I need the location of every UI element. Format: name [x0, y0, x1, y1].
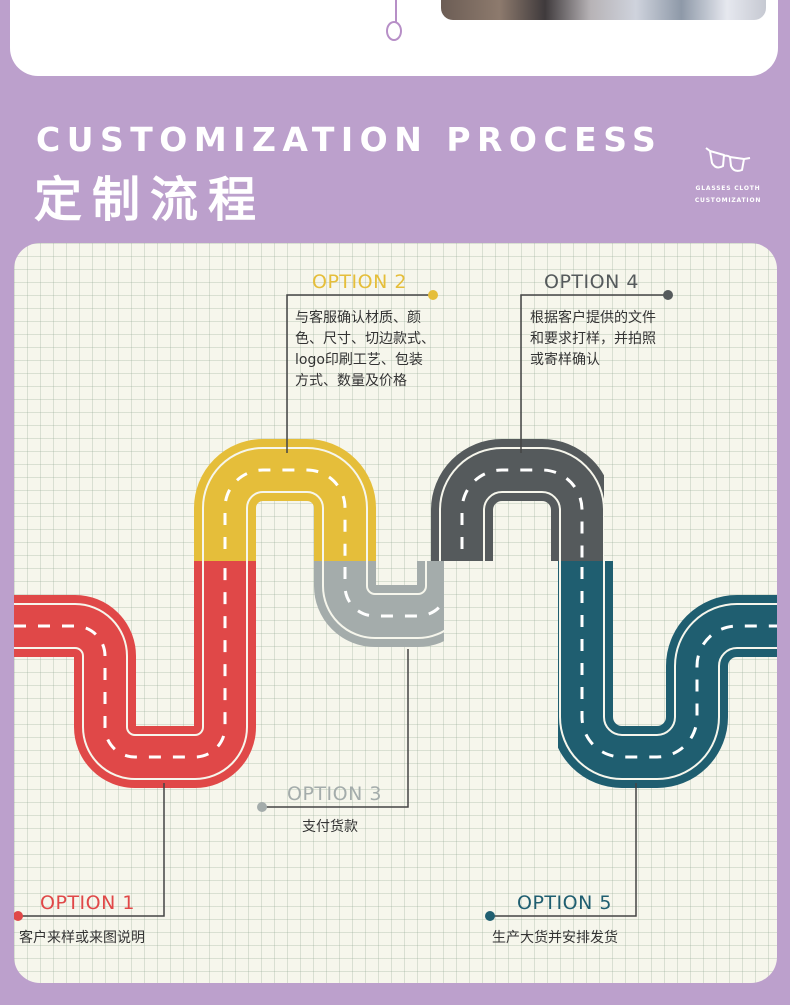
- section-title-en: CUSTOMIZATION PROCESS: [36, 120, 663, 159]
- connector-line-4: [520, 294, 667, 453]
- process-board: OPTION 1 客户来样或来图说明 OPTION 2 与客服确认材质、颜 色、…: [14, 243, 777, 983]
- option-2-desc-line: 色、尺寸、切边款式、: [295, 331, 435, 347]
- option-4-title: OPTION 4: [544, 271, 639, 293]
- glasses-badge: GLASSES CLOTH CUSTOMIZATION: [690, 145, 766, 207]
- option-1-dot: [14, 911, 23, 921]
- option-4-desc-line: 和要求打样，并拍照: [530, 331, 656, 347]
- option-3-title: OPTION 3: [287, 783, 382, 805]
- option-3-desc-line: 支付货款: [302, 819, 358, 835]
- option-4-desc-line: 或寄样确认: [530, 352, 600, 368]
- connector-line-1: [17, 783, 165, 917]
- option-1-desc: 客户来样或来图说明: [19, 928, 145, 949]
- road-map: [14, 290, 777, 921]
- option-2-desc-line: 与客服确认材质、颜: [295, 310, 421, 326]
- option-2-desc-line: logo印刷工艺、包装: [295, 352, 423, 368]
- road-segment-1: [14, 561, 256, 788]
- road-segment-2: [194, 439, 376, 561]
- glasses-icon: [705, 147, 751, 172]
- option-5-desc-line: 生产大货并安排发货: [492, 930, 618, 946]
- option-1-desc-line: 客户来样或来图说明: [19, 930, 145, 946]
- option-5-title: OPTION 5: [517, 892, 612, 914]
- connector-line-2: [286, 294, 432, 453]
- badge-line-2: CUSTOMIZATION: [694, 197, 762, 204]
- option-3-desc: 支付货款: [302, 817, 358, 838]
- option-4-desc: 根据客户提供的文件 和要求打样，并拍照 或寄样确认: [530, 308, 656, 371]
- option-2-desc-line: 方式、数量及价格: [295, 373, 407, 389]
- option-1-title: OPTION 1: [40, 892, 135, 914]
- product-photo: [441, 0, 766, 20]
- badge-line-1: GLASSES CLOTH: [695, 185, 761, 192]
- option-5-dot: [485, 911, 495, 921]
- option-2-dot: [428, 290, 438, 300]
- option-5-desc: 生产大货并安排发货: [492, 928, 618, 949]
- option-4-dot: [663, 290, 673, 300]
- hanging-ring-icon: [386, 21, 402, 41]
- option-4-desc-line: 根据客户提供的文件: [530, 310, 656, 326]
- road-segment-5: [558, 561, 777, 788]
- connector-line-5: [490, 783, 637, 917]
- hanging-line: [395, 0, 397, 22]
- connector-line-3: [262, 649, 409, 808]
- option-2-desc: 与客服确认材质、颜 色、尺寸、切边款式、 logo印刷工艺、包装 方式、数量及价…: [295, 308, 435, 392]
- section-title-cn: 定制流程: [34, 172, 267, 228]
- road-segment-4: [431, 439, 604, 561]
- option-2-title: OPTION 2: [312, 271, 407, 293]
- road-segment-3: [314, 561, 444, 647]
- option-3-dot: [257, 802, 267, 812]
